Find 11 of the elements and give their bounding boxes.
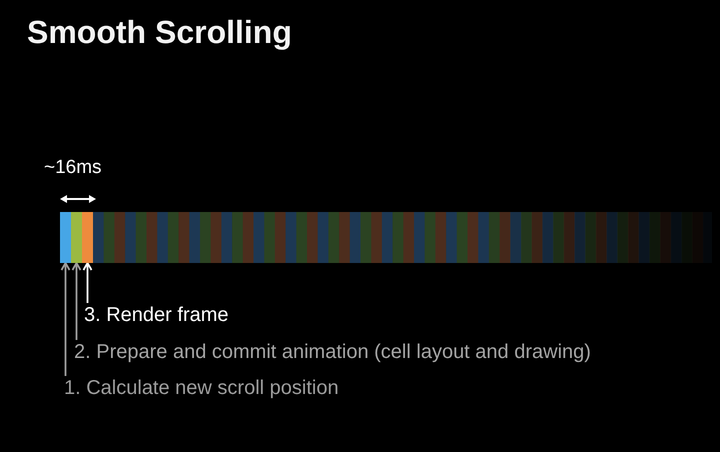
timeline-segment — [71, 212, 82, 263]
step-label: 2. Prepare and commit animation (cell layout and drawing) — [74, 340, 591, 364]
leader-arrow — [72, 262, 82, 340]
timeline-segment — [82, 212, 93, 263]
slide-title: Smooth Scrolling — [27, 14, 292, 51]
step-label: 1. Calculate new scroll position — [64, 376, 339, 400]
leader-arrow — [82, 262, 92, 303]
timeline-segment — [60, 212, 71, 263]
leader-arrow — [60, 262, 70, 376]
step-label: 3. Render frame — [84, 303, 229, 327]
dimension-label: ~16ms — [44, 157, 102, 180]
